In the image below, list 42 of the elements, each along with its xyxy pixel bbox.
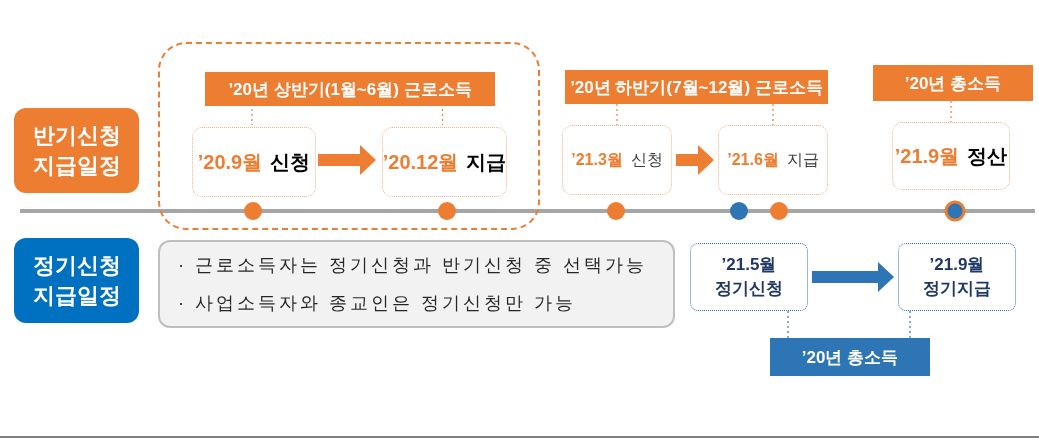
date-box	[718, 125, 828, 195]
date-text: ’21.6월	[727, 149, 779, 170]
date-text: ’20.12월	[382, 149, 459, 175]
period-banner	[873, 65, 1033, 101]
note-box	[158, 240, 675, 328]
banner-text: ’20년 총소득	[904, 72, 1002, 95]
date-box	[690, 243, 808, 311]
step-text: 신청	[270, 149, 311, 175]
note-text: · 근로소득자는 정기신청과 반기신청 중 선택가능	[178, 254, 647, 277]
date-text: ’21.9월	[929, 254, 985, 276]
step-text: 신청	[630, 149, 663, 170]
note-text: · 사업소득자와 종교인은 정기신청만 가능	[178, 292, 576, 315]
banner-text: ’20년 하반기(7월~12월) 근로소득	[570, 76, 823, 99]
row-heading-box	[14, 238, 139, 323]
date-text: ’21.3월	[571, 149, 623, 170]
step-text: 정산	[967, 143, 1008, 169]
period-banner	[565, 70, 828, 104]
date-box	[562, 125, 672, 195]
arrow	[812, 262, 894, 292]
heading-text: 반기신청 지급일정	[31, 121, 122, 180]
group-box	[158, 42, 540, 230]
step-text: 지급	[786, 149, 819, 170]
banner-text: ’20년 상반기(1월~6월) 근로소득	[228, 78, 472, 101]
date-text: ’21.9월	[894, 143, 960, 169]
heading-text: 정기신청 지급일정	[31, 251, 122, 310]
date-box	[382, 127, 507, 197]
period-banner	[770, 338, 930, 376]
period-banner	[205, 72, 495, 106]
date-text: ’20.9월	[197, 149, 263, 175]
arrow	[676, 145, 714, 175]
date-box	[192, 127, 316, 197]
date-box	[892, 122, 1010, 190]
leader-line	[787, 310, 789, 339]
arrow	[318, 145, 376, 175]
date-box	[898, 243, 1016, 311]
step-text: 지급	[466, 149, 507, 175]
date-text: 정기신청	[715, 278, 783, 300]
banner-text: ’20년 총소득	[801, 346, 899, 369]
leader-line	[909, 310, 911, 339]
row-heading-box	[14, 108, 139, 193]
date-text: 정기지급	[923, 278, 991, 300]
date-text: ’21.5월	[721, 254, 777, 276]
